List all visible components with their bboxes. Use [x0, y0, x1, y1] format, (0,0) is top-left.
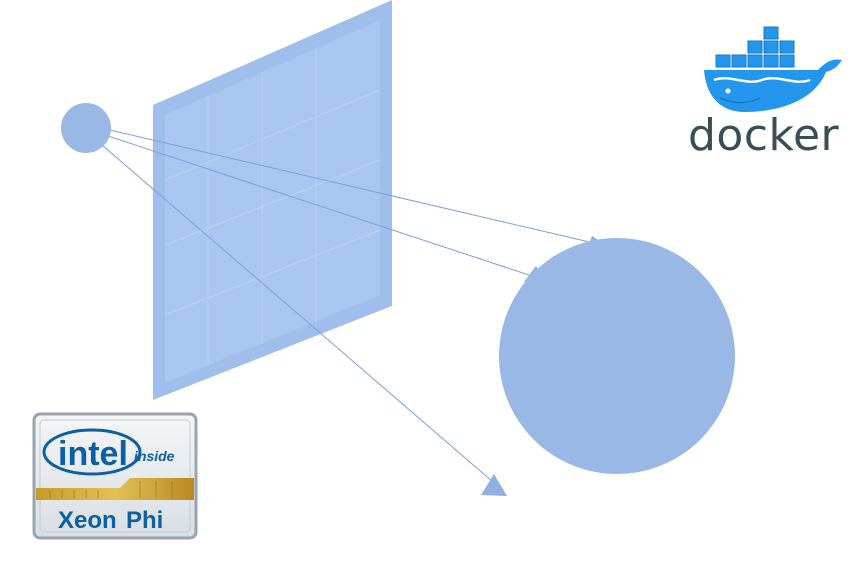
docker-logo: docker	[688, 26, 842, 161]
plane-grid	[164, 48, 381, 366]
phi-product-label: Phi	[126, 507, 163, 534]
docker-wordmark: docker	[688, 110, 840, 161]
target-node	[499, 238, 735, 474]
arrow-lower	[101, 144, 507, 496]
xeon-product-label: Xeon	[58, 507, 117, 534]
projection-plane-surface	[165, 20, 380, 383]
chip-die-stripe	[36, 478, 194, 500]
projection-plane	[153, 0, 392, 400]
source-node	[61, 103, 111, 153]
intel-swirl-icon	[42, 428, 142, 476]
intel-inside-label: inside	[134, 448, 175, 464]
arrowhead-lower	[481, 474, 507, 496]
intel-inside-badge-icon	[32, 412, 198, 540]
docker-whale-icon	[704, 26, 842, 112]
intel-xeon-phi-badge: intel inside Xeon Phi	[32, 412, 198, 540]
intel-wordmark: intel	[58, 435, 128, 473]
